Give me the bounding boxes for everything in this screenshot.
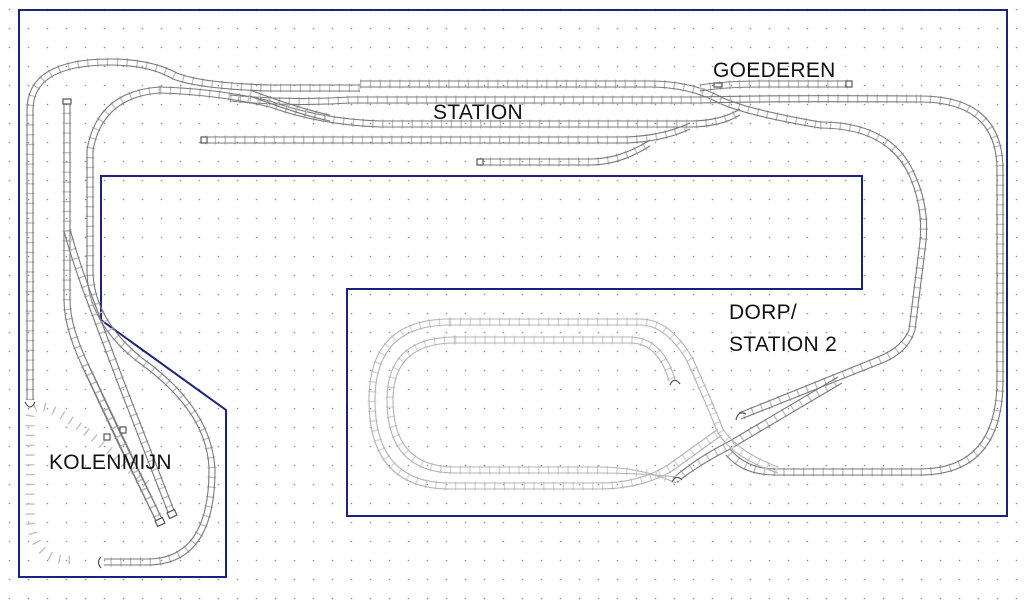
station-2-label: STATION 2 bbox=[729, 333, 838, 356]
track-end-cap bbox=[97, 556, 102, 569]
track-end-cap bbox=[671, 476, 683, 483]
track-end-cap bbox=[24, 401, 36, 408]
dorp-label: DORP/ bbox=[729, 301, 798, 324]
buffer-stop bbox=[845, 80, 853, 88]
buffer-stop bbox=[200, 136, 208, 144]
station-tracks bbox=[159, 79, 921, 167]
buffer-stop bbox=[166, 508, 178, 520]
track-end-markers bbox=[24, 80, 853, 569]
village-oval-track bbox=[367, 317, 780, 491]
track-end-cap bbox=[735, 412, 747, 421]
buffer-stop bbox=[103, 433, 111, 441]
station-label: STATION bbox=[433, 101, 523, 124]
baseboard-outline bbox=[18, 9, 1008, 578]
buffer-stop bbox=[62, 98, 72, 105]
top-left-curve-track bbox=[25, 57, 360, 400]
goederen-label: GOEDEREN bbox=[713, 59, 836, 82]
main-track-network bbox=[25, 57, 1005, 567]
coal-mine-branch-tracks bbox=[62, 103, 177, 524]
buffer-stop bbox=[713, 82, 723, 88]
goods-siding-track bbox=[699, 79, 848, 93]
kolenmijn-label: KOLENMIJN bbox=[49, 451, 172, 474]
buffer-stop bbox=[119, 426, 127, 434]
buffer-stop bbox=[476, 158, 484, 166]
inner-loop-track bbox=[25, 120, 929, 565]
track-end-cap bbox=[669, 379, 681, 386]
outer-loop-track bbox=[724, 94, 1005, 477]
buffer-stop bbox=[154, 516, 166, 528]
left-mainline-track bbox=[85, 85, 217, 567]
